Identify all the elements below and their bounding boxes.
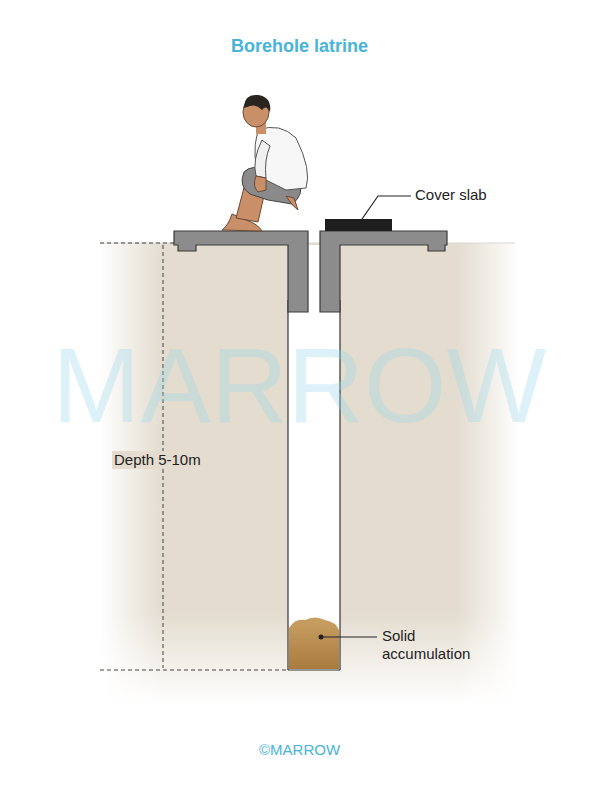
person-figure [222,95,308,231]
part-label: Cover slab [415,186,487,204]
pit-bottom [288,669,340,670]
slab-right [320,231,447,312]
soil-fade [100,243,520,705]
dimension-label: Depth 5-10m [112,451,203,469]
title: Borehole latrine [231,36,368,58]
watermark: MARROW [52,322,547,449]
leader-line [321,636,377,637]
leader-line [362,196,411,219]
part-label: Solid accumulation [382,627,482,663]
slab-left [174,231,308,312]
dimension-line [100,243,174,244]
copyright: ©MARROW [259,741,340,759]
cover-slab [325,219,392,231]
solid-mass [289,618,339,670]
dimension-line [100,670,286,671]
